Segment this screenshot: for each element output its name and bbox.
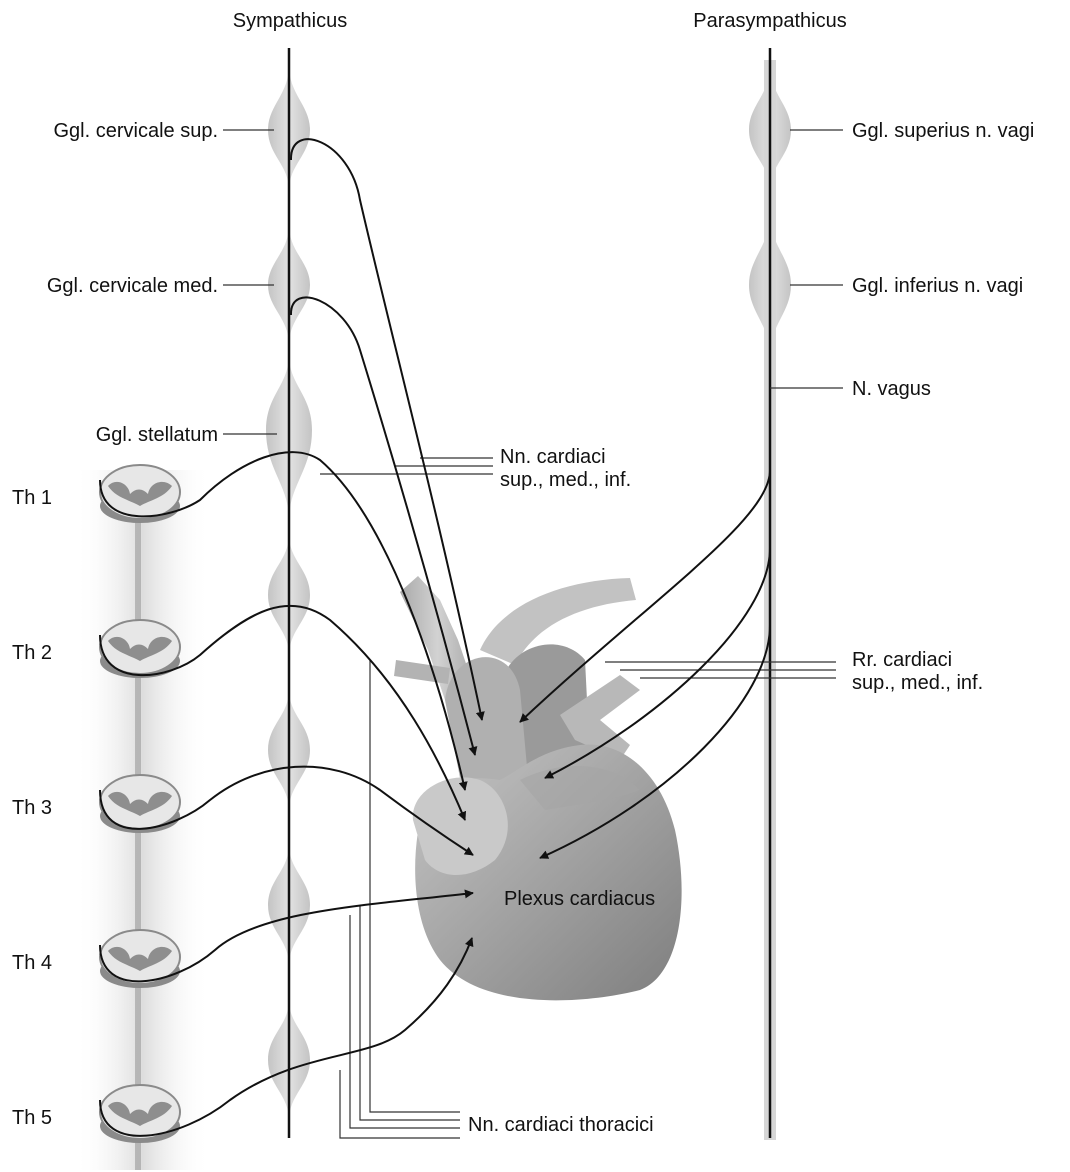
label-th3: Th 3 [12,797,52,819]
label-n-vagus: N. vagus [852,378,931,400]
right-atrium [413,777,508,875]
sympathetic-trunk [266,48,312,1138]
label-plexus-cardiacus: Plexus cardiacus [504,888,655,910]
label-th2: Th 2 [12,642,52,664]
header-sympathicus: Sympathicus [233,10,348,32]
label-nn-cardiaci-1: Nn. cardiaci [500,446,606,468]
label-th1: Th 1 [12,487,52,509]
label-cervicale-med: Ggl. cervicale med. [47,275,218,297]
heart [394,576,682,1000]
spinal-segment-th5 [100,1085,180,1143]
label-th4: Th 4 [12,952,52,974]
label-rr-cardiaci-2: sup., med., inf. [852,672,983,694]
spinal-segment-th4 [100,930,180,988]
label-superius-vagi: Ggl. superius n. vagi [852,120,1034,142]
header-parasympathicus: Parasympathicus [693,10,846,32]
label-rr-cardiaci-1: Rr. cardiaci [852,649,952,671]
label-th5: Th 5 [12,1107,52,1129]
label-nn-cardiaci-thoracici: Nn. cardiaci thoracici [468,1114,654,1136]
label-inferius-vagi: Ggl. inferius n. vagi [852,275,1023,297]
spinal-segment-th2 [100,620,180,678]
label-cervicale-sup: Ggl. cervicale sup. [53,120,218,142]
vagus-nerve [749,48,791,1140]
label-stellatum: Ggl. stellatum [96,424,218,446]
label-nn-cardiaci-2: sup., med., inf. [500,469,631,491]
